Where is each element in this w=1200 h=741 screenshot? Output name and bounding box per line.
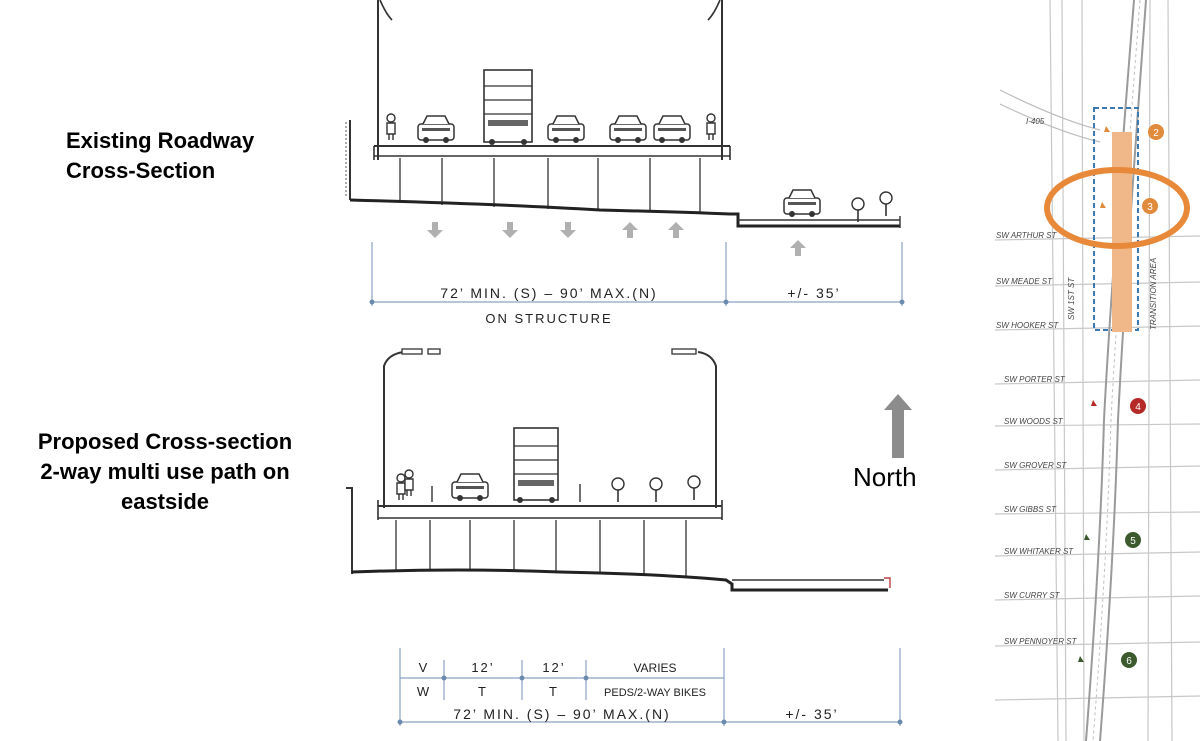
north-label: North bbox=[853, 462, 917, 492]
lane-bottom-1: W bbox=[417, 684, 431, 699]
existing-dim-main: 72’ MIN. (S) – 90’ MAX.(N) bbox=[440, 285, 657, 301]
focus-oval bbox=[1044, 167, 1190, 249]
street-label: SW PENNOYER ST bbox=[1004, 637, 1078, 646]
proposed-dim-side: +/- 35’ bbox=[785, 706, 838, 722]
existing-dim-side: +/- 35’ bbox=[787, 285, 840, 301]
street-label: SW GROVER ST bbox=[1004, 461, 1067, 470]
marker-6-label: 6 bbox=[1126, 656, 1132, 667]
lane-bottom-2: T bbox=[478, 684, 488, 699]
existing-label-line2: Cross-Section bbox=[66, 158, 216, 183]
lane-top-4: VARIES bbox=[633, 661, 676, 675]
marker-4-label: 4 bbox=[1135, 402, 1141, 413]
bus-icon-proposed bbox=[513, 427, 559, 503]
lane-top-2: 12’ bbox=[471, 660, 494, 675]
proposed-label-line2: 2-way multi use path on bbox=[40, 459, 290, 484]
proposed-label-line3: eastside bbox=[120, 489, 210, 514]
street-label: SW CURRY ST bbox=[1004, 591, 1061, 600]
map-sw1st-label: SW 1ST ST bbox=[1067, 277, 1076, 320]
marker-3-label: 3 bbox=[1147, 202, 1153, 213]
map-transition-label: TRANSITION AREA bbox=[1149, 258, 1158, 330]
street-label: SW WOODS ST bbox=[1004, 417, 1064, 426]
street-label: SW WHITAKER ST bbox=[1004, 547, 1074, 556]
marker-2-label: 2 bbox=[1153, 128, 1159, 139]
lane-top-1: V bbox=[419, 660, 430, 675]
map-marker-6[interactable]: 6 bbox=[1121, 652, 1137, 668]
street-label: SW GIBBS ST bbox=[1004, 505, 1057, 514]
proposed-section-label: Proposed Cross-section 2-way multi use p… bbox=[20, 427, 310, 517]
lane-bottom-3: T bbox=[549, 684, 559, 699]
map-marker-4[interactable]: 4 bbox=[1130, 398, 1146, 414]
north-arrow-icon bbox=[884, 394, 912, 458]
existing-label-line1: Existing Roadway bbox=[66, 128, 255, 153]
proposed-dim-main: 72’ MIN. (S) – 90’ MAX.(N) bbox=[453, 706, 670, 722]
street-label: SW HOOKER ST bbox=[996, 321, 1059, 330]
lane-top-3: 12’ bbox=[542, 660, 565, 675]
site-map: 2 3 4 5 6 I-405 TRANSITION AREA SW 1ST S… bbox=[990, 0, 1200, 741]
bridge-highlight bbox=[1112, 132, 1132, 332]
proposed-label-line1: Proposed Cross-section bbox=[37, 429, 293, 454]
street-label: SW ARTHUR ST bbox=[996, 231, 1058, 240]
map-marker-5[interactable]: 5 bbox=[1125, 532, 1141, 548]
map-highway-label: I-405 bbox=[1026, 117, 1045, 126]
map-marker-2[interactable]: 2 bbox=[1148, 124, 1164, 140]
existing-roadway-label: Existing Roadway Cross-Section bbox=[66, 126, 326, 186]
street-label: SW MEADE ST bbox=[996, 277, 1053, 286]
marker-5-label: 5 bbox=[1130, 536, 1136, 547]
on-structure-label: ON STRUCTURE bbox=[485, 311, 612, 326]
street-label: SW PORTER ST bbox=[1004, 375, 1066, 384]
existing-cross-section: 72’ MIN. (S) – 90’ MAX.(N) +/- 35’ ON ST… bbox=[345, 0, 905, 326]
proposed-cross-section: V 12’ 12’ VARIES W T T PEDS/2-WAY BIKES … bbox=[346, 348, 903, 726]
bus-icon bbox=[483, 69, 533, 145]
map-marker-3[interactable]: 3 bbox=[1142, 198, 1158, 214]
lane-bottom-4: PEDS/2-WAY BIKES bbox=[604, 687, 706, 699]
